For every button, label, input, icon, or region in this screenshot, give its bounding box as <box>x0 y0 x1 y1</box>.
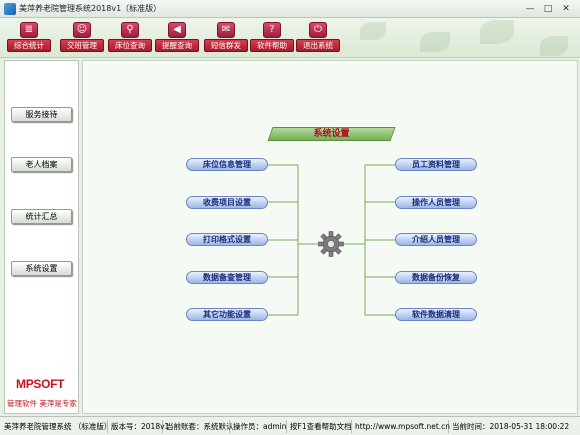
leaf-decoration <box>360 22 386 40</box>
toolbar-item-label: 软件帮助 <box>250 39 294 52</box>
other-function-settings-button[interactable]: 其它功能设置 <box>186 308 268 321</box>
status-current-time: 当前时间：2018-05-31 18:00:22 <box>452 422 570 431</box>
toolbar-shift-handover-button[interactable]: ☺ 交班管理 <box>60 22 104 55</box>
toolbar-bed-query-button[interactable]: ⚲ 床位查询 <box>108 22 152 55</box>
status-website-link[interactable]: http://www.mpsoft.net.cn <box>355 420 451 433</box>
software-data-cleanup-button[interactable]: 软件数据清理 <box>395 308 477 321</box>
toolbar-summary-stats-button[interactable]: ≣ 综合统计 <box>7 22 51 55</box>
people-icon: ☺ <box>73 22 91 38</box>
toolbar-item-label: 提醒查询 <box>155 39 199 52</box>
toolbar: ≣ 综合统计 ☺ 交班管理 ⚲ 床位查询 ◀ 提醒查询 ✉ 短信群发 ? 软件帮… <box>0 18 580 58</box>
search-icon: ⚲ <box>121 22 139 38</box>
maximize-button[interactable]: □ <box>543 3 553 14</box>
power-icon: ⏻ <box>309 22 327 38</box>
leaf-decoration <box>540 36 568 56</box>
window-title: 美萍养老院管理系统2018v1（标准版） <box>19 4 162 13</box>
toolbar-item-label: 综合统计 <box>7 39 51 52</box>
bell-icon: ◀ <box>168 22 186 38</box>
toolbar-item-label: 短信群发 <box>204 39 248 52</box>
leaf-decoration <box>480 20 514 44</box>
status-bar: 美萍养老院管理系统 （标准版） 版本号：2018v1 当前账套：系统默认 操作员… <box>0 416 580 435</box>
toolbar-sms-broadcast-button[interactable]: ✉ 短信群发 <box>204 22 248 55</box>
help-icon: ? <box>263 22 281 38</box>
toolbar-reminder-query-button[interactable]: ◀ 提醒查询 <box>155 22 199 55</box>
connector-lines <box>268 164 395 316</box>
mail-icon: ✉ <box>217 22 235 38</box>
print-format-settings-button[interactable]: 打印格式设置 <box>186 233 268 246</box>
toolbar-item-label: 退出系统 <box>296 39 340 52</box>
title-bar: 美萍养老院管理系统2018v1（标准版） — □ ✕ <box>0 0 580 18</box>
data-audit-management-button[interactable]: 数据备查管理 <box>186 271 268 284</box>
section-header: 系统设置 <box>313 129 350 139</box>
toolbar-item-label: 床位查询 <box>108 39 152 52</box>
mpsoft-logo: MPSOFT <box>16 377 65 391</box>
gear-icon <box>318 231 344 257</box>
minimize-button[interactable]: — <box>525 3 535 14</box>
status-account-set: 当前账套：系统默认 <box>166 420 234 433</box>
staff-records-management-button[interactable]: 员工资料管理 <box>395 158 477 171</box>
leaf-decoration <box>420 32 450 52</box>
sidebar-item-elder-records[interactable]: 老人档案 <box>11 157 72 172</box>
app-icon <box>4 3 16 15</box>
status-app-name: 美萍养老院管理系统 （标准版） <box>4 420 112 433</box>
grid-icon: ≣ <box>20 22 38 38</box>
sidebar: 服务接待 老人档案 统计汇总 系统设置 MPSOFT 管理软件 美萍是专家 <box>4 60 79 414</box>
sidebar-item-system-settings[interactable]: 系统设置 <box>11 261 72 276</box>
main-panel: 系统设置 <box>82 60 578 414</box>
status-operator: 操作员：admin <box>233 420 287 433</box>
status-help-hint: 按F1查看帮助文档 <box>290 420 352 433</box>
close-button[interactable]: ✕ <box>562 3 570 14</box>
fee-item-settings-button[interactable]: 收费项目设置 <box>186 196 268 209</box>
sidebar-item-service-reception[interactable]: 服务接待 <box>11 107 72 122</box>
status-version: 版本号：2018v1 <box>111 420 170 433</box>
data-backup-restore-button[interactable]: 数据备份恢复 <box>395 271 477 284</box>
toolbar-exit-button[interactable]: ⏻ 退出系统 <box>296 22 340 55</box>
slogan: 管理软件 美萍是专家 <box>7 399 77 408</box>
toolbar-item-label: 交班管理 <box>60 39 104 52</box>
toolbar-help-button[interactable]: ? 软件帮助 <box>250 22 294 55</box>
sidebar-item-statistics[interactable]: 统计汇总 <box>11 209 72 224</box>
referrer-management-button[interactable]: 介绍人员管理 <box>395 233 477 246</box>
operator-management-button[interactable]: 操作人员管理 <box>395 196 477 209</box>
bed-info-management-button[interactable]: 床位信息管理 <box>186 158 268 171</box>
